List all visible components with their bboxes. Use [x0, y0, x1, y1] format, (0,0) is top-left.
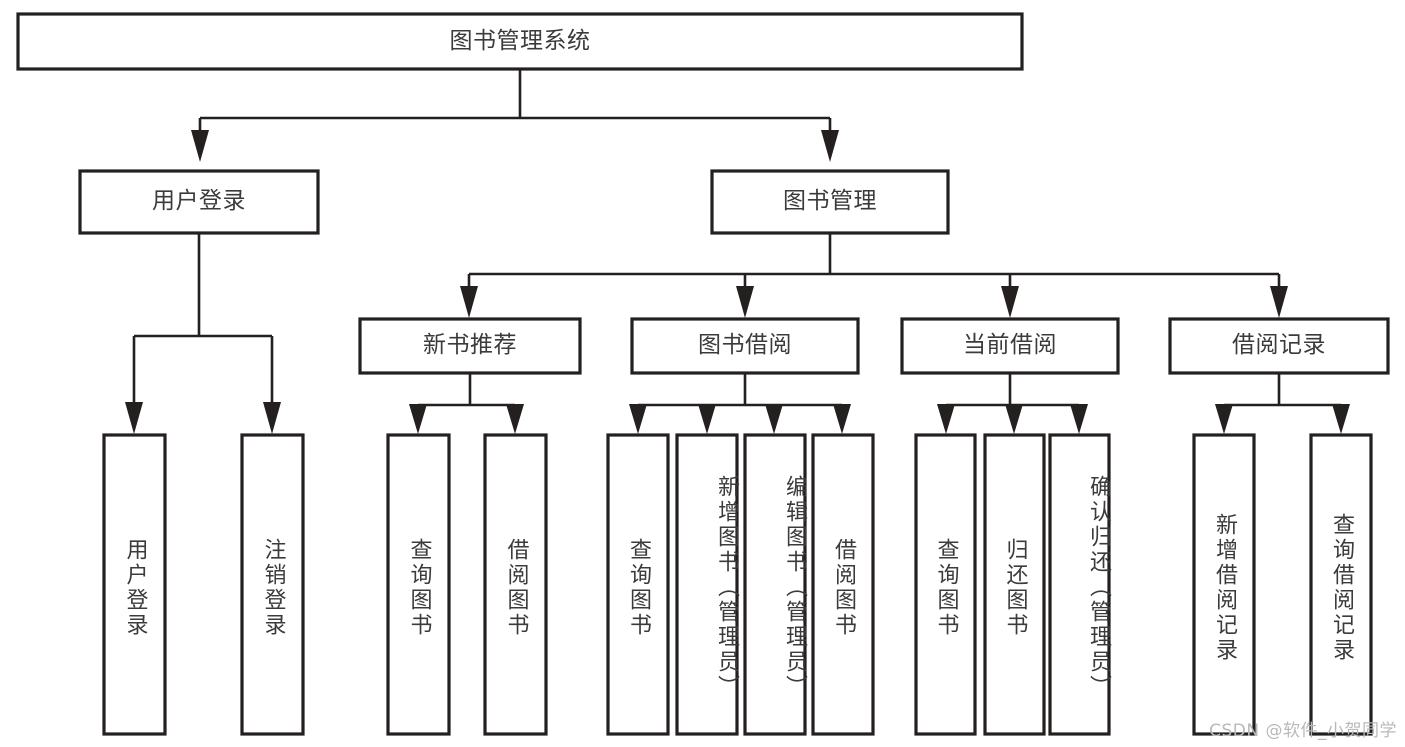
node-box-borrow-record[interactable] [1168, 317, 1390, 375]
arrow-to-leaf-borrow-book-1 [506, 404, 524, 434]
connector-borrow-record-to-leaves [1215, 373, 1350, 434]
node-box-book-manage[interactable] [710, 169, 950, 235]
node-box-leaf-query-book-2[interactable] [606, 433, 670, 736]
connector-user-login-to-leaves [125, 233, 281, 434]
node-box-leaf-confirm-return[interactable] [1048, 433, 1111, 736]
node-box-current-borrow[interactable] [900, 317, 1120, 375]
node-box-leaf-add-book[interactable] [675, 433, 739, 736]
arrow-to-leaf-query-book-3 [937, 404, 955, 434]
arrow-to-leaf-query-record [1332, 404, 1350, 434]
arrow-to-borrow-record [1270, 286, 1288, 318]
arrow-to-leaf-confirm-return [1070, 404, 1088, 434]
node-box-new-book-recommend[interactable] [358, 317, 582, 375]
node-box-book-borrow[interactable] [630, 317, 860, 375]
node-box-root[interactable] [16, 12, 1024, 71]
node-box-user-login[interactable] [78, 169, 320, 235]
arrow-to-user-login [191, 130, 209, 162]
node-box-leaf-query-book-1[interactable] [386, 433, 451, 736]
arrow-to-book-manage [821, 130, 839, 162]
node-box-leaf-logout[interactable] [240, 433, 305, 736]
arrow-to-leaf-logout [263, 402, 281, 434]
arrow-to-leaf-return-book [1005, 404, 1023, 434]
connector-root-to-level2 [191, 69, 839, 162]
watermark-text: CSDN @软件_小贺同学 [1209, 721, 1397, 741]
arrow-to-leaf-add-book [698, 404, 716, 434]
arrow-to-leaf-borrow-book-2 [833, 404, 851, 434]
arrow-to-leaf-add-record [1215, 404, 1233, 434]
node-box-leaf-user-login[interactable] [102, 433, 167, 736]
arrow-to-leaf-query-book-2 [629, 404, 647, 434]
connector-book-borrow-to-leaves [629, 373, 851, 434]
connector-current-borrow-to-leaves [937, 373, 1088, 434]
arrow-to-new-book [460, 286, 478, 318]
node-box-leaf-borrow-book-2[interactable] [811, 433, 875, 736]
node-box-leaf-query-record[interactable] [1309, 433, 1373, 736]
node-box-leaf-borrow-book-1[interactable] [483, 433, 548, 736]
connector-new-book-to-leaves [409, 373, 524, 434]
arrow-to-book-borrow [736, 286, 754, 318]
node-box-leaf-return-book[interactable] [983, 433, 1046, 736]
node-box-leaf-edit-book[interactable] [743, 433, 807, 736]
node-box-leaf-add-record[interactable] [1192, 433, 1256, 736]
arrow-to-current-borrow [1001, 286, 1019, 318]
arrow-to-leaf-edit-book [765, 404, 783, 434]
node-box-leaf-query-book-3[interactable] [914, 433, 977, 736]
connector-book-manage-to-level3 [460, 233, 1288, 318]
arrow-to-leaf-user-login [125, 402, 143, 434]
arrow-to-leaf-query-book-1 [409, 404, 427, 434]
